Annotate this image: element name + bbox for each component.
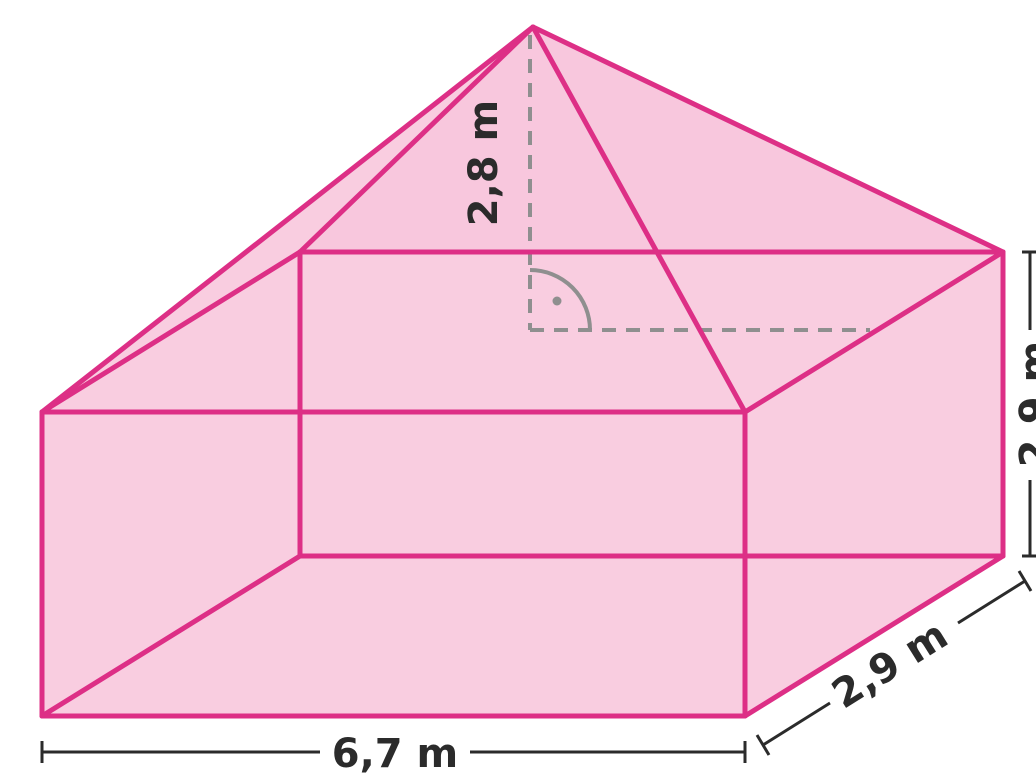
apex-edge-back-right	[530, 24, 1006, 255]
depth-dimension-line-upper	[957, 579, 1026, 625]
depth-dimension-tick-lower	[755, 734, 771, 756]
wall-height-label: 2,9 m	[1012, 341, 1036, 467]
cuboid-left-bottom-edge	[39, 553, 303, 719]
right-angle-dot	[552, 296, 562, 306]
solid-faces	[42, 27, 1003, 716]
length-dimension: 6,7 m	[40, 731, 747, 777]
solid-edges	[39, 24, 1006, 719]
depth-dimension-tick-upper	[1017, 570, 1033, 592]
roof-height-label: 2,8 m	[461, 100, 507, 226]
apex-edge-front-right	[530, 24, 748, 415]
depth-dimension-line-lower	[762, 701, 831, 747]
length-label: 6,7 m	[332, 731, 458, 777]
cuboid-right-top-edge	[742, 249, 1006, 415]
wall-height-dimension: 2,9 m	[1012, 250, 1036, 558]
right-angle-arc	[529, 268, 592, 331]
cuboid-front-face	[42, 412, 745, 716]
cuboid-right-face	[745, 252, 1003, 716]
apex-edge-back-left	[297, 24, 536, 255]
cuboid-right-bottom-edge	[742, 553, 1006, 719]
apex-edge-front-left	[39, 24, 536, 415]
cuboid-left-top-edge	[39, 249, 303, 415]
